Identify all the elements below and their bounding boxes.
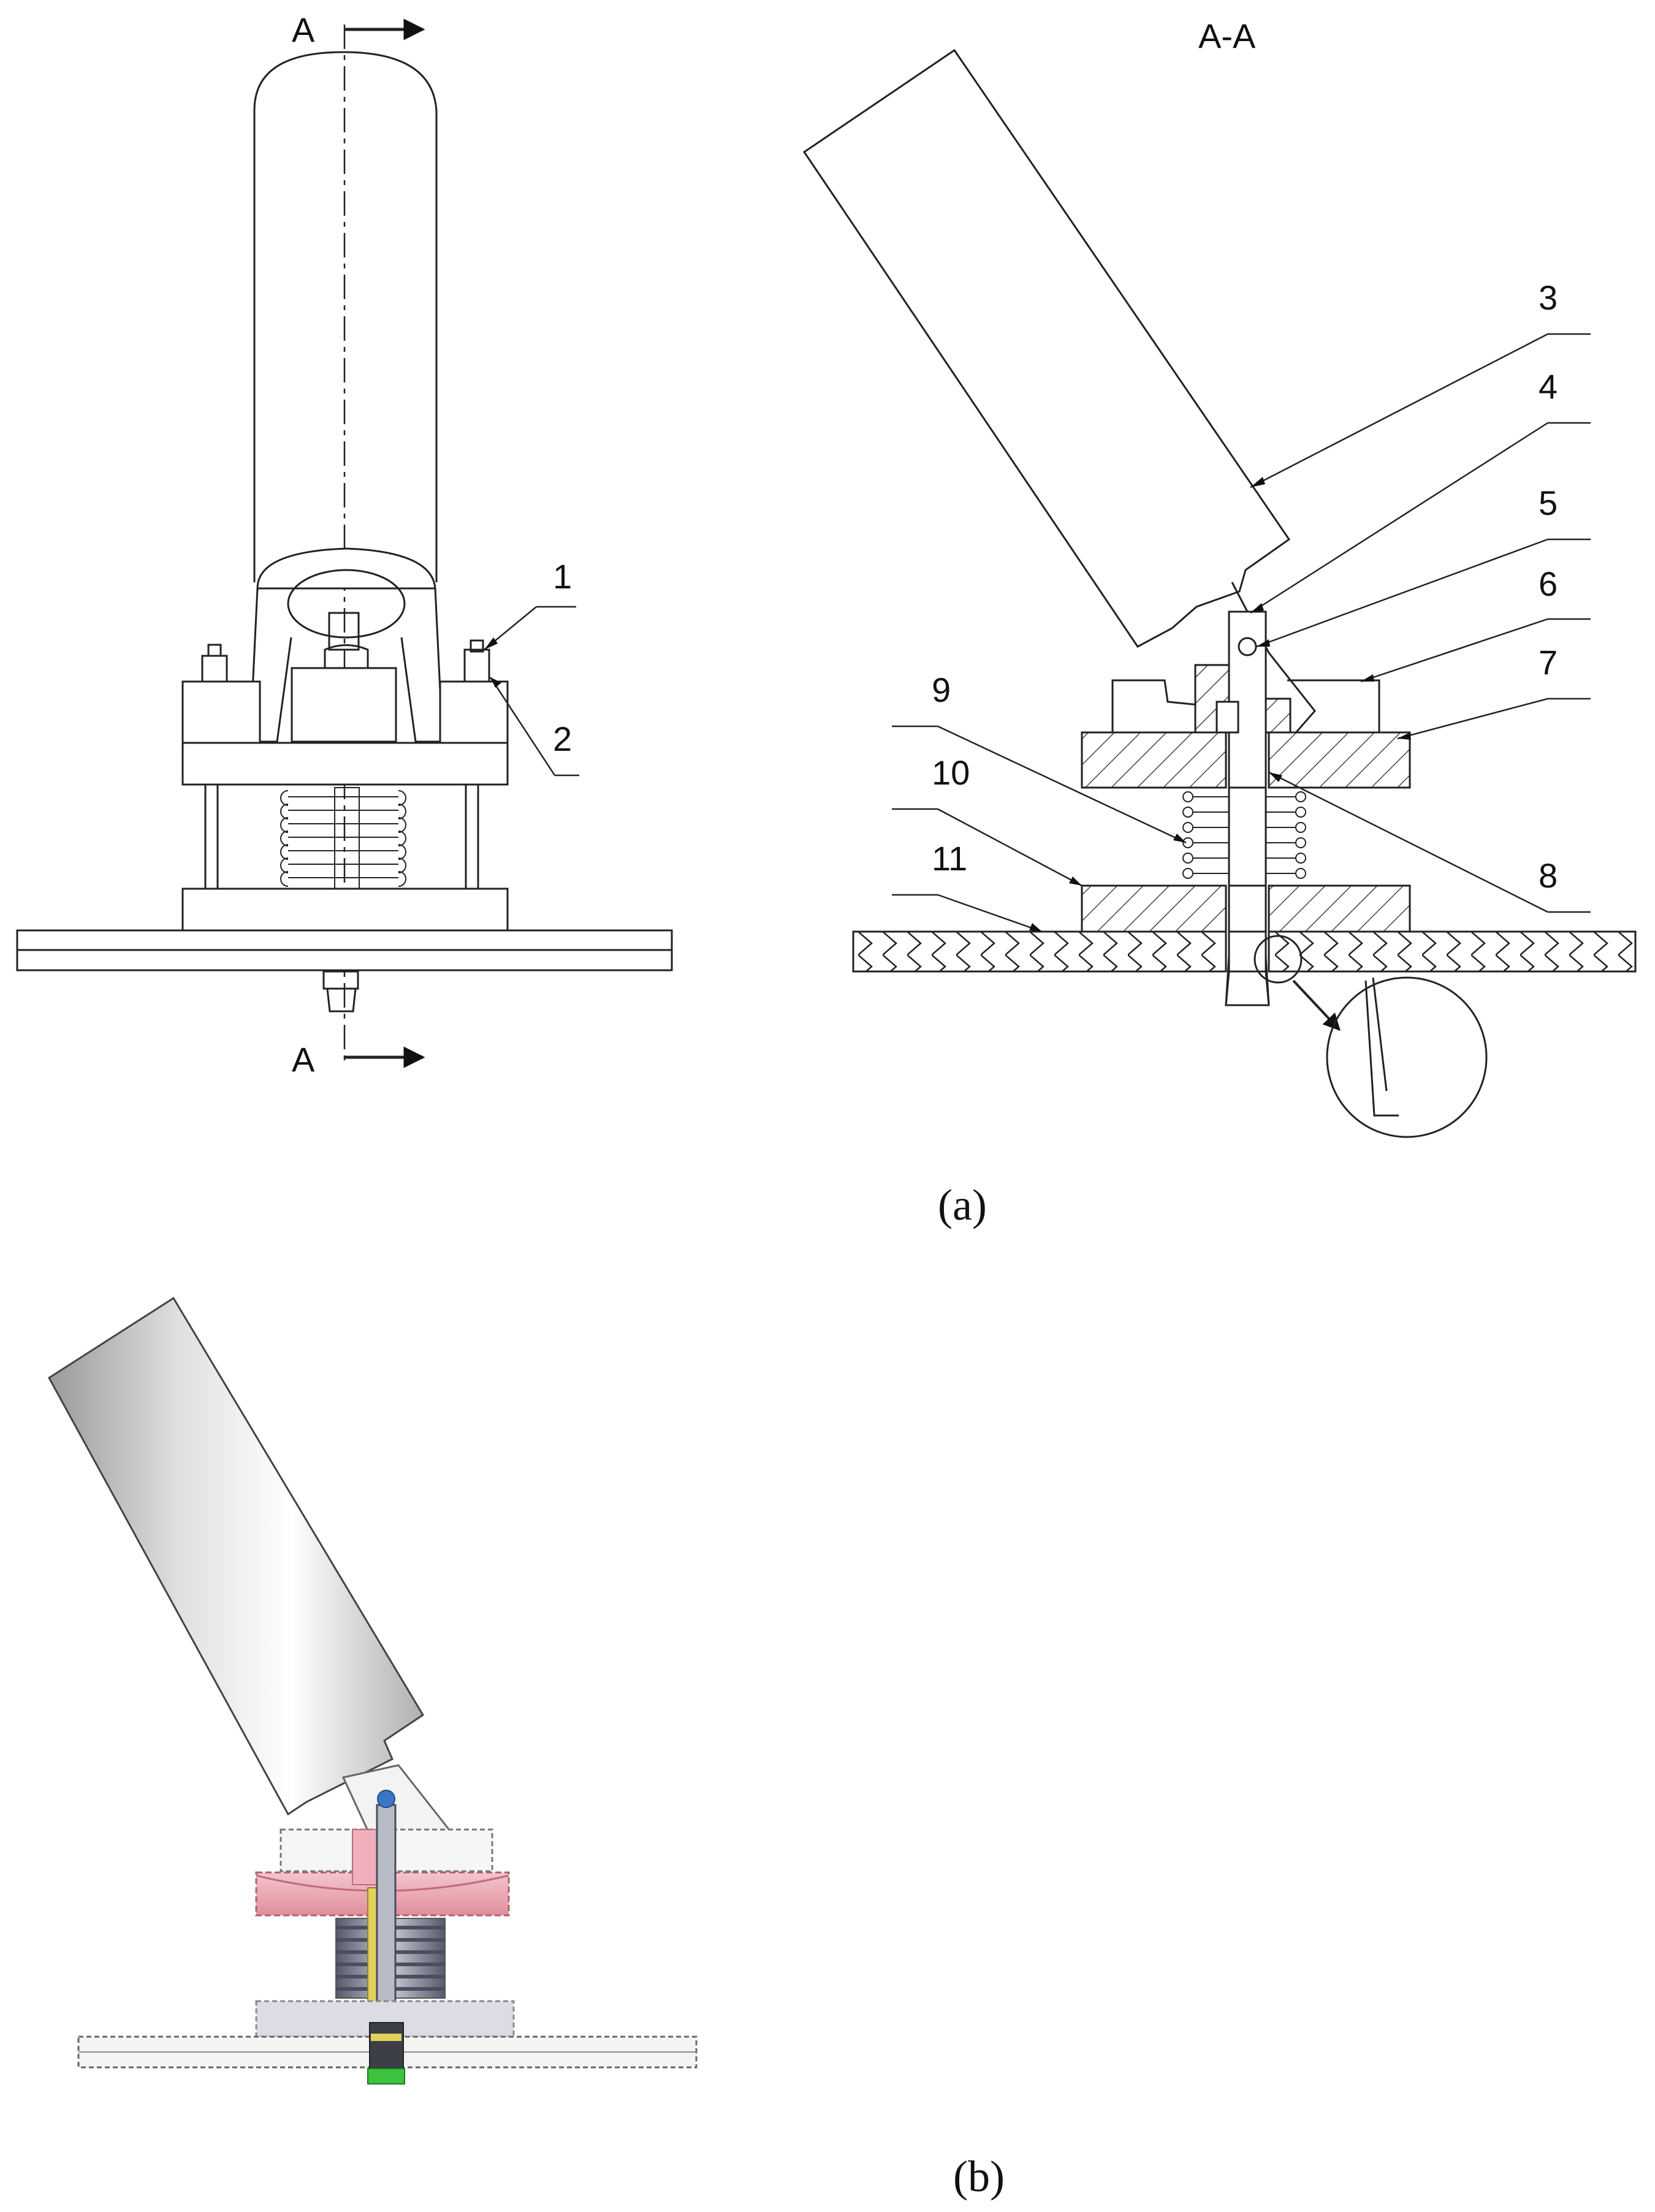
callout-2: 2 xyxy=(553,720,572,758)
callout-11: 11 xyxy=(932,839,967,878)
callout-1: 1 xyxy=(553,557,572,596)
caption-a: (a) xyxy=(938,1180,987,1230)
section-view: A-A xyxy=(802,17,1637,1138)
section-spring xyxy=(1182,786,1306,887)
section-view-title: A-A xyxy=(1198,17,1256,55)
callout-3: 3 xyxy=(1539,278,1558,317)
callout-10: 10 xyxy=(932,753,970,792)
caption-b: (b) xyxy=(953,2152,1005,2201)
callout-6: 6 xyxy=(1539,564,1558,603)
callout-8: 8 xyxy=(1539,856,1558,895)
callout-9: 9 xyxy=(932,671,951,709)
callout-7: 7 xyxy=(1539,643,1558,682)
section-label-top: A xyxy=(292,10,315,49)
render-view xyxy=(48,1296,698,2085)
callout-4: 4 xyxy=(1539,367,1558,406)
section-label-bottom: A xyxy=(292,1040,315,1079)
front-view: A A xyxy=(16,10,673,1079)
callout-5: 5 xyxy=(1539,484,1558,522)
front-spring xyxy=(280,787,406,892)
